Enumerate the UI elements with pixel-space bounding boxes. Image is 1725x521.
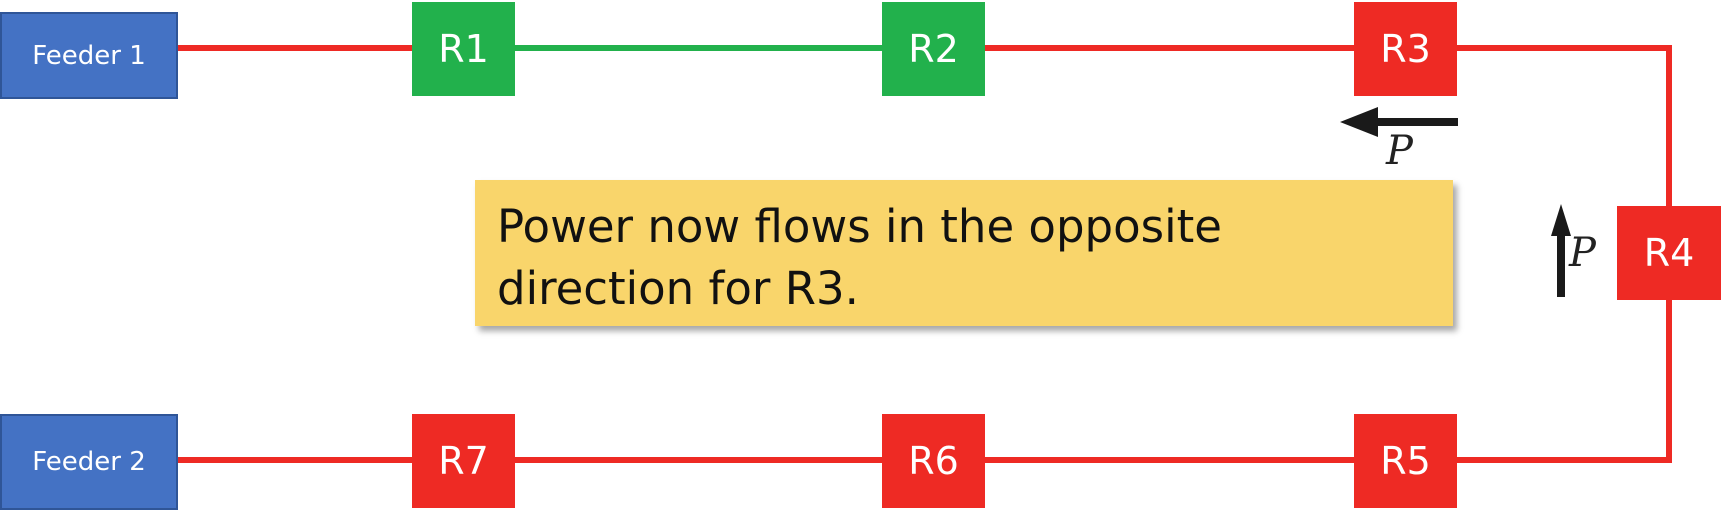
callout-note: Power now flows in the opposite directio… [475,180,1453,326]
relay-r6: R6 [882,414,985,508]
feeder-1-label: Feeder 1 [32,40,146,71]
relay-r4: R4 [1617,206,1721,300]
line-r4-r5 [1457,300,1672,463]
power-flow-arrow-r4 [1551,204,1571,297]
relay-r3: R3 [1354,2,1457,96]
power-label-r4: P [1569,230,1596,276]
relay-r7: R7 [412,414,515,508]
relay-r2: R2 [882,2,985,96]
relay-r6-label: R6 [908,439,959,483]
line-r3-r4 [1457,45,1672,206]
relay-r1-label: R1 [438,27,489,71]
callout-text: Power now flows in the opposite directio… [497,200,1222,315]
power-flow-arrow-r3 [1340,107,1458,137]
feeder-2-box: Feeder 2 [0,414,178,510]
feeder-1-box: Feeder 1 [0,12,178,99]
feeder-2-label: Feeder 2 [32,447,146,477]
relay-r5: R5 [1354,414,1457,508]
relay-r7-label: R7 [438,439,489,483]
relay-r1: R1 [412,2,515,96]
relay-r4-label: R4 [1643,231,1695,275]
relay-r3-label: R3 [1380,27,1431,71]
relay-r5-label: R5 [1380,439,1431,483]
power-label-r3: P [1386,128,1413,174]
relay-r2-label: R2 [908,27,959,71]
